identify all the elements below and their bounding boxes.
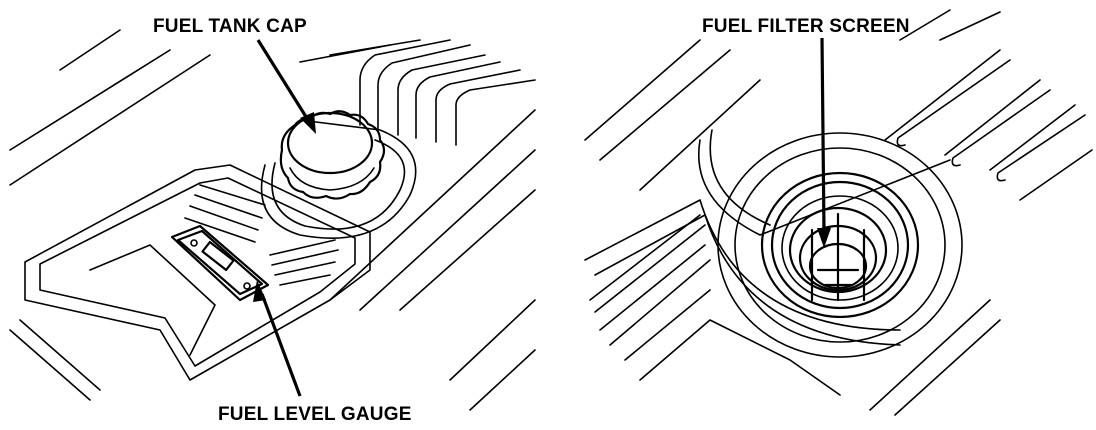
fuel-level-gauge bbox=[170, 224, 270, 302]
right-panel-tank-opening: FUEL FILTER SCREEN bbox=[584, 9, 1093, 416]
fuel-tank-cap-arrow bbox=[256, 39, 316, 134]
fuel-filter-screen bbox=[788, 206, 888, 302]
fuel-filter-screen-label: FUEL FILTER SCREEN bbox=[702, 16, 910, 37]
tank-ribs-right bbox=[884, 49, 1093, 201]
left-panel-tank-top: FUEL TANK CAP FUEL LEVEL GAUGE bbox=[9, 16, 536, 425]
fuel-tank-cap-label: FUEL TANK CAP bbox=[153, 16, 307, 37]
fuel-level-gauge-label: FUEL LEVEL GAUGE bbox=[218, 404, 412, 425]
gauge-recess bbox=[24, 164, 371, 381]
fuel-filter-screen-arrow bbox=[817, 37, 831, 248]
tank-ribs-upper bbox=[359, 39, 536, 146]
fuel-level-gauge-arrow bbox=[253, 280, 302, 397]
tank-ribs-lower bbox=[584, 199, 901, 396]
